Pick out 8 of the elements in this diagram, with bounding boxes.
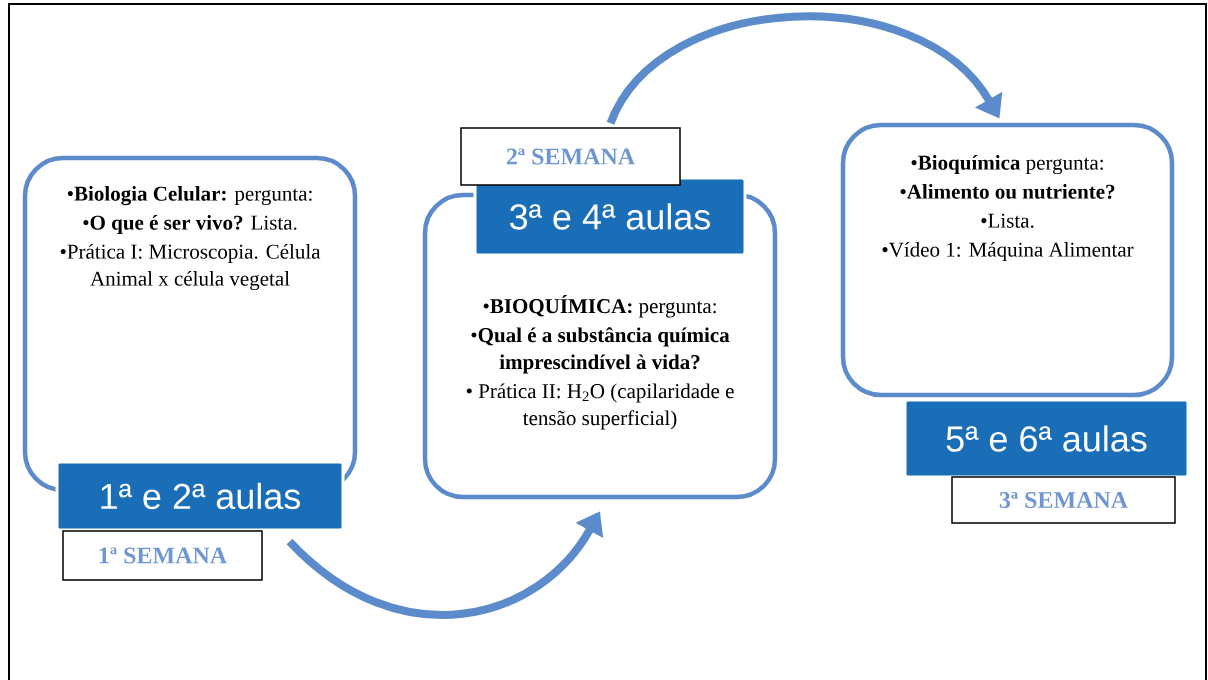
week-label: 1ª SEMANA	[62, 530, 263, 581]
lessons-banner: 3ª e 4ª aulas	[473, 176, 747, 257]
lesson-panel: •Bioquímica pergunta: •Alimento ou nutriente? •Lista. •Vídeo 1: Máquina Alimentar	[840, 122, 1175, 398]
week-label: 2ª SEMANA	[460, 127, 681, 186]
week-label: 3ª SEMANA	[951, 476, 1176, 524]
lessons-banner: 5ª e 6ª aulas	[903, 398, 1190, 479]
curved-arrow	[607, 12, 1003, 126]
lessons-banner: 1ª e 2ª aulas	[55, 460, 345, 532]
